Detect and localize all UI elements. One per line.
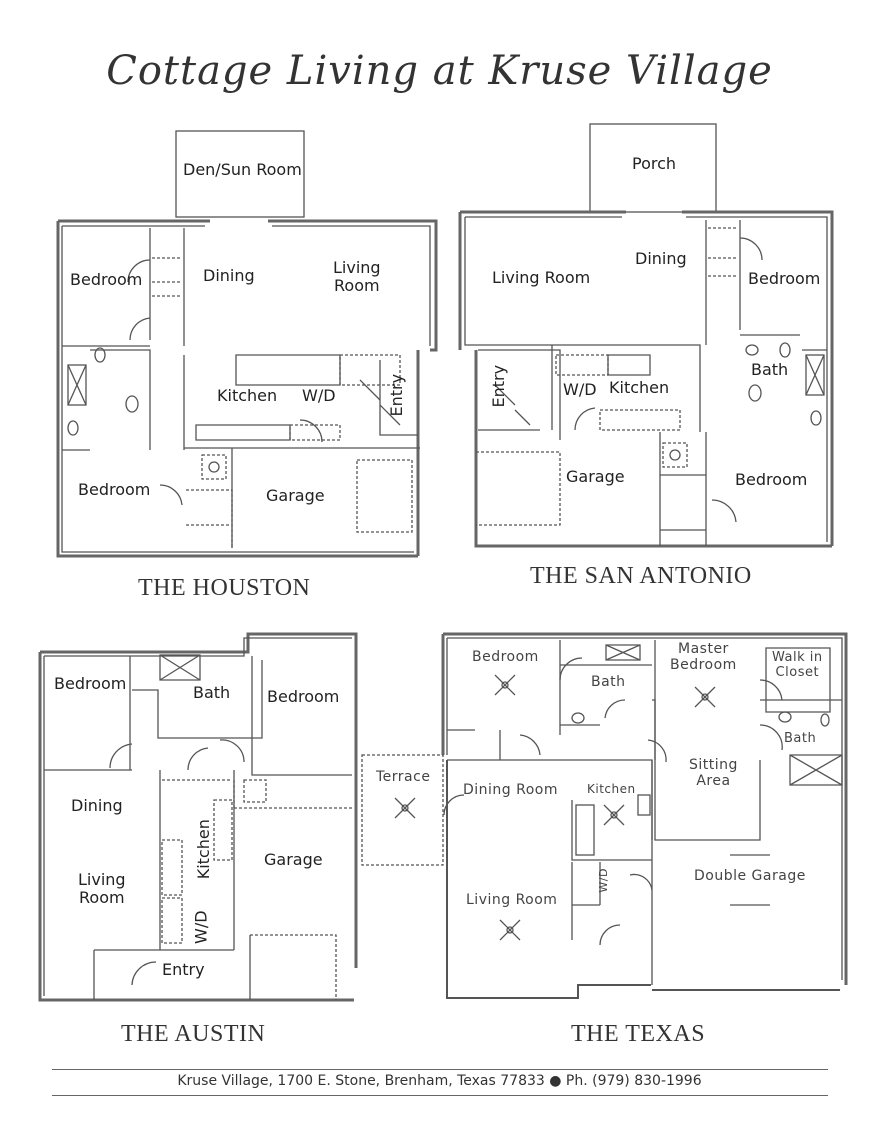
- plan-name-houston: THE HOUSTON: [138, 575, 311, 601]
- austin-entry-label: Entry: [162, 960, 205, 979]
- texas-living-room-label: Living Room: [466, 892, 558, 908]
- texas-kitchen-label: Kitchen: [587, 782, 636, 796]
- houston-garage-label: Garage: [266, 486, 325, 505]
- houston-wd-label: W/D: [302, 386, 336, 405]
- texas-dining-room-label: Dining Room: [463, 782, 559, 798]
- texas-walk-in-closet-label: Walk in Closet: [772, 650, 823, 681]
- texas-terrace-label: Terrace: [376, 769, 431, 785]
- houston-kitchen-label: Kitchen: [217, 386, 278, 405]
- texas-master-bedroom-label: Master Bedroom: [670, 641, 737, 673]
- footer-top-rule: [52, 1069, 828, 1070]
- texas-closet-label-line1: Walk in: [772, 650, 823, 665]
- texas-wd-label: W/D: [596, 868, 610, 893]
- houston-plan: [56, 130, 438, 558]
- footer-address: Kruse Village, 1700 E. Stone, Brenham, T…: [177, 1073, 702, 1089]
- sanantonio-dining-label: Dining: [635, 249, 687, 268]
- houston-entry-label: Entry: [387, 373, 407, 417]
- sanantonio-bedroom-2-label: Bedroom: [735, 470, 808, 489]
- texas-bedroom-label: Bedroom: [472, 649, 539, 665]
- texas-bath-1-label: Bath: [591, 674, 626, 690]
- austin-plan: [38, 632, 358, 1002]
- footer-bottom-rule: [52, 1095, 828, 1096]
- austin-dining-label: Dining: [71, 796, 123, 815]
- houston-living-label-line1: Living: [333, 258, 381, 277]
- sanantonio-porch-label: Porch: [632, 154, 677, 173]
- austin-bedroom-2-label: Bedroom: [267, 687, 340, 706]
- sanantonio-bedroom-1-label: Bedroom: [748, 269, 821, 288]
- houston-living-label-line2: Room: [334, 276, 380, 296]
- austin-garage-label: Garage: [264, 850, 323, 869]
- sanantonio-wd-label: W/D: [563, 380, 597, 399]
- plan-name-san-antonio: THE SAN ANTONIO: [530, 563, 752, 589]
- austin-living-label-line2: Room: [79, 888, 125, 908]
- houston-bedroom-2-label: Bedroom: [78, 480, 151, 499]
- houston-den-label: Den/Sun Room: [183, 160, 302, 179]
- sanantonio-garage-label: Garage: [566, 467, 625, 486]
- sanantonio-bath-label: Bath: [751, 360, 789, 379]
- houston-living-room-label: Living Room: [333, 258, 381, 296]
- sanantonio-kitchen-label: Kitchen: [609, 378, 670, 397]
- houston-bedroom-1-label: Bedroom: [70, 270, 143, 289]
- page-title: Cottage Living at Kruse Village: [106, 48, 773, 94]
- plan-name-austin: THE AUSTIN: [121, 1021, 266, 1047]
- texas-plan: [361, 632, 848, 999]
- austin-living-room-label: Living Room: [78, 870, 126, 908]
- austin-bath-label: Bath: [193, 683, 231, 702]
- texas-closet-label-line2: Closet: [775, 664, 820, 680]
- houston-dining-label: Dining: [203, 266, 255, 285]
- plan-name-texas: THE TEXAS: [571, 1021, 706, 1047]
- texas-sitting-label-line1: Sitting: [689, 757, 738, 773]
- austin-bedroom-1-label: Bedroom: [54, 674, 127, 693]
- texas-sitting-label-line2: Area: [696, 773, 731, 790]
- texas-sitting-area-label: Sitting Area: [689, 757, 738, 789]
- austin-wd-label: W/D: [191, 910, 211, 944]
- ceiling-fans: [394, 674, 716, 941]
- sanantonio-entry-label: Entry: [489, 364, 509, 408]
- austin-kitchen-label: Kitchen: [193, 819, 213, 880]
- texas-double-garage-label: Double Garage: [694, 868, 806, 884]
- texas-bath-2-label: Bath: [784, 731, 817, 746]
- sanantonio-living-room-label: Living Room: [492, 268, 591, 287]
- texas-master-label-line1: Master: [678, 641, 729, 657]
- austin-living-label-line1: Living: [78, 870, 126, 889]
- san-antonio-plan: [458, 123, 834, 548]
- texas-master-label-line2: Bedroom: [670, 657, 737, 674]
